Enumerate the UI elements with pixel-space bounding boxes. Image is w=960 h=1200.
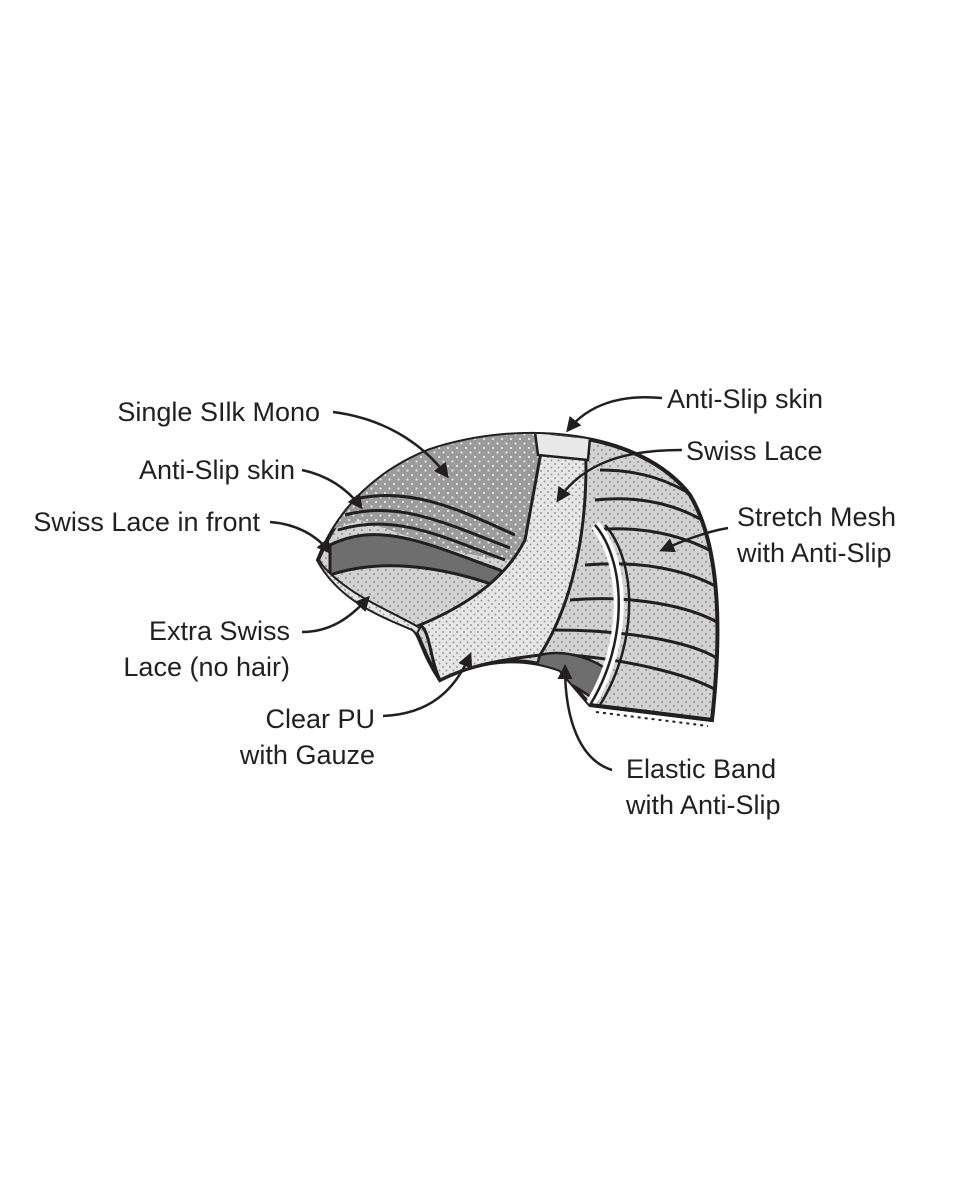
label-swiss-lace-in-front-line1: Swiss Lace in front [33, 507, 260, 537]
label-clear-pu-line2: with Gauze [239, 740, 375, 770]
nape-edge [589, 703, 713, 722]
label-stretch-mesh-line2: with Anti-Slip [737, 538, 892, 568]
label-anti-slip-skin-top-line1: Anti-Slip skin [667, 384, 824, 414]
label-elastic-band-line1: Elastic Band [626, 754, 777, 784]
label-extra-swiss-lace-line1: Extra Swiss [148, 616, 290, 646]
label-stretch-mesh: Stretch Mesh with Anti-Slip [737, 499, 917, 571]
label-elastic-band: Elastic Band with Anti-Slip [626, 751, 826, 823]
label-clear-pu: Clear PU with Gauze [210, 701, 375, 773]
leader-arrows [269, 396, 729, 772]
label-swiss-lace: Swiss Lace [686, 433, 836, 469]
label-swiss-lace-in-front: Swiss Lace in front [20, 504, 260, 540]
arrow-anti-slip-top [566, 396, 663, 433]
label-anti-slip-skin-left-line1: Anti-Slip skin [138, 455, 295, 485]
label-single-silk-mono: Single SIlk Mono [100, 394, 320, 430]
silk-mono-region [318, 433, 545, 560]
arrow-single-silk-mono [332, 410, 449, 479]
label-single-silk-mono-line1: Single SIlk Mono [117, 397, 320, 427]
arrow-anti-slip-left [301, 468, 363, 510]
arrow-stretch-mesh [659, 526, 729, 553]
label-extra-swiss-lace-line2: Lace (no hair) [123, 652, 290, 682]
label-anti-slip-skin-left: Anti-Slip skin [110, 452, 295, 488]
label-anti-slip-skin-top: Anti-Slip skin [667, 381, 852, 417]
label-elastic-band-line2: with Anti-Slip [626, 790, 781, 820]
label-clear-pu-line1: Clear PU [265, 704, 375, 734]
arrow-swiss-lace-front [269, 520, 332, 555]
label-stretch-mesh-line1: Stretch Mesh [737, 502, 897, 532]
arrow-clear-pu [382, 652, 473, 718]
label-swiss-lace-line1: Swiss Lace [686, 436, 823, 466]
arrow-extra-swiss-lace [301, 595, 371, 634]
cap-body [315, 431, 720, 727]
arrow-swiss-lace [556, 448, 683, 503]
arrow-elastic-band [557, 664, 613, 772]
label-extra-swiss-lace: Extra Swiss Lace (no hair) [100, 613, 290, 685]
